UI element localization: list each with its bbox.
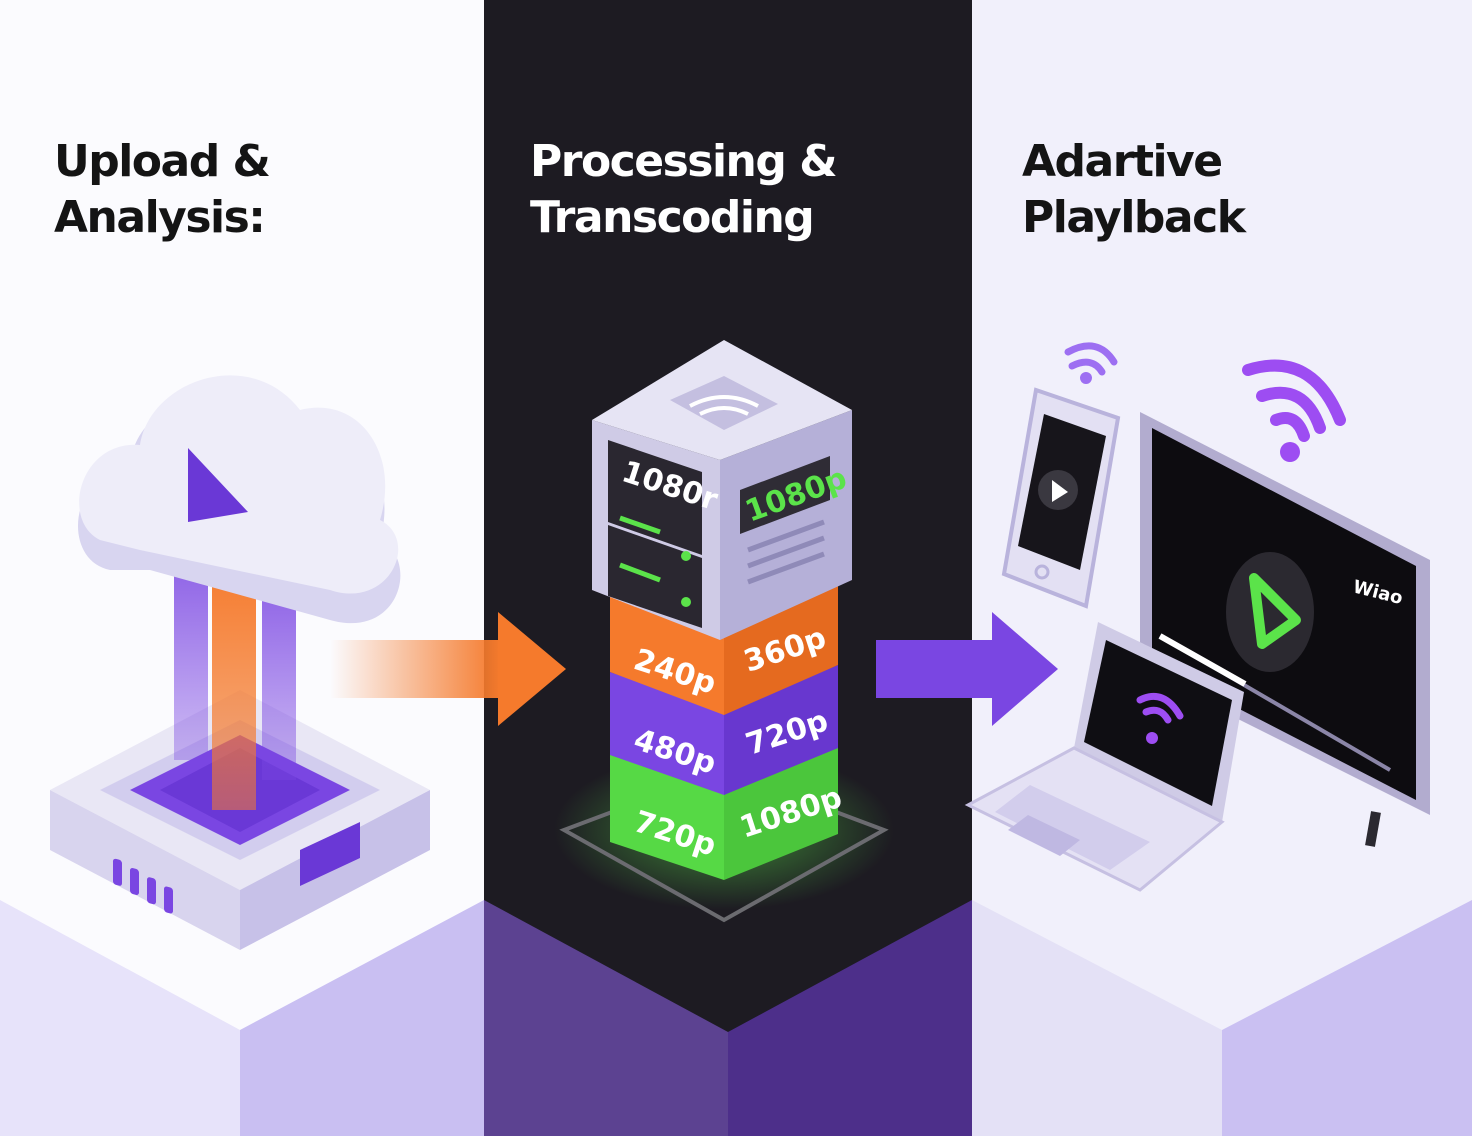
block-right-face-2: [1222, 900, 1472, 1136]
stage-2-title-line-1: Processing &: [530, 136, 838, 187]
laptop: [964, 622, 1244, 892]
stage-1-title-line-1: Upload &: [54, 136, 271, 187]
stage-3-title-line-2: Playlback: [1022, 192, 1246, 243]
monitor-play-icon: [1249, 573, 1301, 649]
stage-3-title-line-1: Adartive: [1022, 136, 1223, 187]
arrow-upload-to-processing: [330, 612, 566, 726]
smartphone: [1001, 387, 1121, 609]
stage-title-playback: Adartive Playlback: [1022, 134, 1246, 246]
block-right-face: [972, 900, 1222, 1136]
stage-1-title-line-2: Analysis:: [54, 192, 266, 243]
cloud-icon: [77, 375, 401, 624]
wifi-icon-phone: [1064, 342, 1118, 384]
wifi-icon-tv: [1242, 359, 1346, 462]
block-left-face: [0, 900, 240, 1136]
server-cube: 1080r 1080p: [592, 340, 852, 640]
play-icon: [188, 448, 248, 522]
block-mid-face: [484, 900, 728, 1136]
stage-title-upload: Upload & Analysis:: [54, 134, 271, 246]
block-left-face-2: [240, 900, 484, 1136]
monitor: Wiao: [1140, 412, 1430, 847]
phone-play-icon: [1052, 480, 1068, 502]
arrow-processing-to-playback: [876, 612, 1058, 726]
stage-2-title-line-2: Transcoding: [530, 192, 815, 243]
transcoding-stack: 240p 360p 480p 720p 720p 1080p 1080r 108…: [554, 340, 894, 923]
block-mid-face-2: [728, 900, 972, 1136]
stage-title-processing: Processing & Transcoding: [530, 134, 838, 246]
